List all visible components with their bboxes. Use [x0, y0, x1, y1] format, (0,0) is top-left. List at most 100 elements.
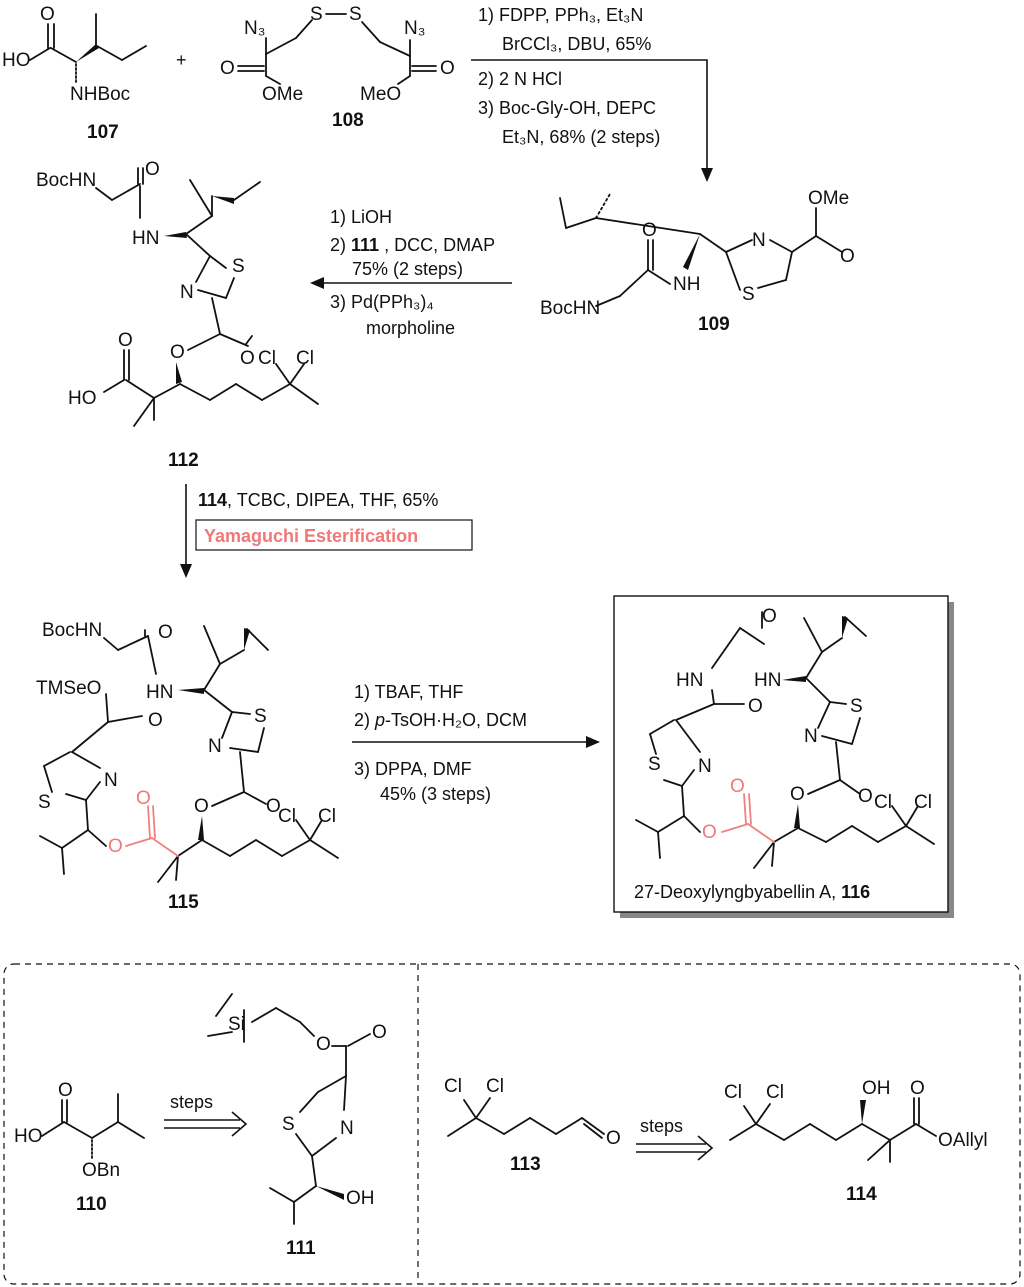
condition-prefix: 2)	[354, 710, 375, 730]
compound-114-structure: Cl Cl OH O OAllyl 114	[724, 1078, 988, 1205]
atom-label: O	[440, 58, 455, 79]
compound-label-113: 113	[510, 1154, 541, 1175]
step-1-arrow	[471, 59, 713, 182]
compound-label-114: 114	[846, 1184, 877, 1205]
atom-label: O	[910, 1078, 925, 1099]
atom-label: NHBoc	[70, 84, 130, 105]
atom-label: O	[840, 246, 855, 267]
atom-label: O	[194, 796, 209, 817]
compound-111-structure: Si O O S N OH 111	[207, 993, 387, 1259]
condition-rest: , DCC, DMAP	[379, 235, 495, 255]
atom-label: BocHN	[36, 170, 96, 191]
atom-label: N	[208, 736, 222, 757]
atom-label-highlight: O	[702, 822, 717, 843]
atom-label: Cl	[874, 792, 892, 813]
atom-label: O	[266, 796, 281, 817]
atom-label: OBn	[82, 1160, 120, 1181]
condition-line: 2) p-TsOH·H₂O, DCM	[354, 710, 527, 730]
atom-label: HN	[132, 228, 159, 249]
step-4-arrow	[352, 736, 600, 748]
atom-label: HN	[146, 682, 173, 703]
product-caption: 27-Deoxylyngbyabellin A, 116	[634, 882, 870, 902]
atom-label: NH	[673, 274, 700, 295]
atom-label: N	[340, 1118, 354, 1139]
atom-label-highlight: O	[730, 776, 745, 797]
atom-label: O	[220, 58, 235, 79]
atom-label: S	[232, 256, 245, 277]
compound-ref-111: 111	[351, 235, 379, 255]
atom-label: HO	[14, 1126, 43, 1147]
atom-label: TMSeO	[36, 678, 101, 699]
atom-label: O	[642, 220, 657, 241]
condition-rest: -TsOH·H₂O, DCM	[385, 710, 527, 730]
compound-label-116: 116	[841, 882, 870, 902]
atom-label: HO	[2, 50, 31, 71]
atom-label: S	[850, 696, 863, 717]
compound-label-107: 107	[87, 122, 119, 143]
atom-label: Cl	[766, 1082, 784, 1103]
compound-label-108: 108	[332, 110, 364, 131]
condition-line: morpholine	[366, 318, 455, 338]
compound-ref-114: 114	[198, 490, 227, 510]
condition-line: 3) Pd(PPh₃)₄	[330, 292, 434, 312]
compound-116-structure: O HN HN S N O O	[635, 606, 935, 869]
plus-sign: +	[176, 50, 187, 70]
atom-label: Cl	[486, 1076, 504, 1097]
compound-109-structure: NH O BocHN N S OMe O 109	[540, 188, 855, 335]
compound-label-110: 110	[76, 1194, 107, 1215]
atom-label: O	[40, 4, 55, 25]
atom-label: N	[752, 230, 766, 251]
atom-label: HN	[754, 670, 781, 691]
atom-label: O	[790, 784, 805, 805]
atom-label: BocHN	[42, 620, 102, 641]
atom-label: S	[310, 4, 323, 25]
condition-line: 1) LiOH	[330, 207, 392, 227]
compound-108-structure: N₃ S S N₃ O OMe O MeO 108	[220, 4, 455, 131]
atom-label: Cl	[914, 792, 932, 813]
compound-label-112: 112	[168, 450, 199, 471]
atom-label: BocHN	[540, 298, 600, 319]
atom-label: O	[158, 622, 173, 643]
compound-115-structure: BocHN O HN S N O O Cl Cl	[36, 620, 339, 913]
atom-label: O	[748, 696, 763, 717]
atom-label: Cl	[318, 806, 336, 827]
atom-label: O	[170, 342, 185, 363]
condition-italic: p	[374, 710, 385, 730]
name-reaction-box	[195, 519, 473, 551]
steps-arrow-1	[164, 1111, 248, 1137]
atom-label: MeO	[360, 84, 401, 105]
steps-label: steps	[640, 1116, 683, 1136]
atom-label: Cl	[296, 348, 314, 369]
condition-line: 2) 111 , DCC, DMAP	[330, 235, 495, 255]
compound-110-structure: HO O OBn 110	[14, 1080, 145, 1215]
condition-line: Et₃N, 68% (2 steps)	[502, 127, 660, 147]
atom-label: N	[180, 282, 194, 303]
atom-label: Cl	[444, 1076, 462, 1097]
compound-113-structure: Cl Cl O 113	[444, 1076, 621, 1175]
condition-line: 45% (3 steps)	[380, 784, 491, 804]
compound-label-109: 109	[698, 314, 730, 335]
atom-label: N₃	[244, 18, 265, 39]
condition-line: 1) FDPP, PPh₃, Et₃N	[478, 5, 643, 25]
compound-label-111: 111	[286, 1238, 316, 1259]
atom-label: N	[104, 770, 118, 791]
atom-label: Cl	[258, 348, 276, 369]
condition-line: 75% (2 steps)	[352, 259, 463, 279]
name-reaction-label: Yamaguchi Esterification	[204, 526, 418, 546]
steps-label: steps	[170, 1092, 213, 1112]
atom-label: O	[118, 330, 133, 351]
atom-label: S	[742, 284, 755, 305]
box-frame	[613, 595, 949, 913]
condition-line: BrCCl₃, DBU, 65%	[502, 34, 651, 54]
atom-label-highlight: O	[136, 788, 151, 809]
atom-label: O	[762, 606, 777, 627]
condition-rest: , TCBC, DIPEA, THF, 65%	[227, 490, 438, 510]
step-3-arrow	[180, 484, 192, 578]
atom-label-highlight: O	[108, 836, 123, 857]
steps-arrow-2	[636, 1135, 714, 1161]
condition-line: 1) TBAF, THF	[354, 682, 463, 702]
step-3-conditions: 114, TCBC, DIPEA, THF, 65% Yamaguchi Est…	[195, 490, 473, 551]
atom-label: N	[698, 756, 712, 777]
atom-label: S	[648, 754, 661, 775]
